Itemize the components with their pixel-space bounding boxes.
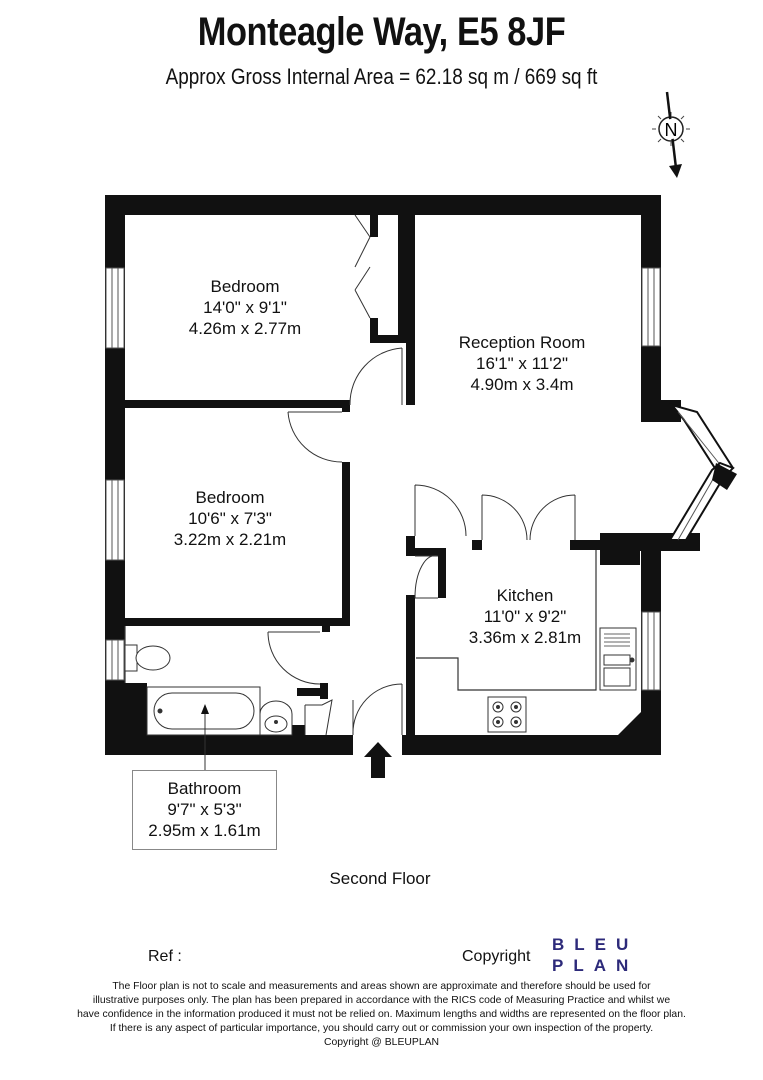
room-metric: 3.36m x 2.81m [468, 628, 582, 647]
disclaimer-line: The Floor plan is not to scale and measu… [112, 981, 651, 992]
room-label-bathroom: Bathroom 9'7" x 5'3" 2.95m x 1.61m [132, 778, 277, 841]
kitchen-fixtures [487, 627, 637, 733]
room-imperial: 11'0" x 9'2" [483, 607, 567, 626]
room-name: Bathroom [167, 779, 242, 798]
room-label-kitchen: Kitchen 11'0" x 9'2" 3.36m x 2.81m [445, 585, 605, 648]
room-name: Reception Room [458, 333, 586, 352]
bathroom-pointer-icon [201, 704, 209, 714]
disclaimer-line: illustrative purposes only. The plan has… [92, 995, 671, 1006]
room-label-bedroom-2: Bedroom 10'6" x 7'3" 3.22m x 2.21m [150, 487, 310, 550]
doors [267, 214, 576, 736]
logo-line-1: BLEU [552, 935, 639, 954]
compass-icon: N [652, 91, 690, 178]
disclaimer-line: have confidence in the information produ… [77, 1009, 686, 1020]
entrance-arrow-icon [364, 742, 392, 778]
bay-window [668, 403, 737, 541]
room-imperial: 16'1" x 11'2" [476, 354, 568, 373]
bleuplan-logo: BLEU PLAN [552, 934, 638, 976]
room-metric: 2.95m x 1.61m [148, 821, 261, 840]
copyright-label: Copyright [462, 948, 531, 965]
page-title: Monteagle Way, E5 8JF [197, 10, 566, 54]
room-label-reception: Reception Room 16'1" x 11'2" 4.90m x 3.4… [432, 332, 612, 395]
bathroom-callout-box [132, 770, 277, 850]
floor-label: Second Floor [329, 869, 431, 888]
room-imperial: 14'0" x 9'1" [203, 298, 287, 317]
room-imperial: 10'6" x 7'3" [188, 509, 272, 528]
ref-label: Ref : [148, 948, 182, 965]
room-metric: 4.26m x 2.77m [188, 319, 302, 338]
room-name: Kitchen [496, 586, 554, 605]
room-imperial: 9'7" x 5'3" [167, 800, 242, 819]
room-label-bedroom-1: Bedroom 14'0" x 9'1" 4.26m x 2.77m [165, 276, 325, 339]
disclaimer-line: If there is any aspect of particular imp… [109, 1023, 654, 1034]
room-metric: 4.90m x 3.4m [470, 375, 574, 394]
room-name: Bedroom [210, 277, 280, 296]
gross-area: Approx Gross Internal Area = 62.18 sq m … [165, 64, 598, 89]
logo-line-2: PLAN [552, 956, 639, 975]
windows [105, 267, 661, 691]
room-metric: 3.22m x 2.21m [173, 530, 287, 549]
disclaimer: The Floor plan is not to scale and measu… [0, 980, 763, 1050]
room-name: Bedroom [195, 488, 265, 507]
disclaimer-line: Copyright @ BLEUPLAN [323, 1037, 440, 1048]
compass-letter: N [665, 120, 678, 140]
